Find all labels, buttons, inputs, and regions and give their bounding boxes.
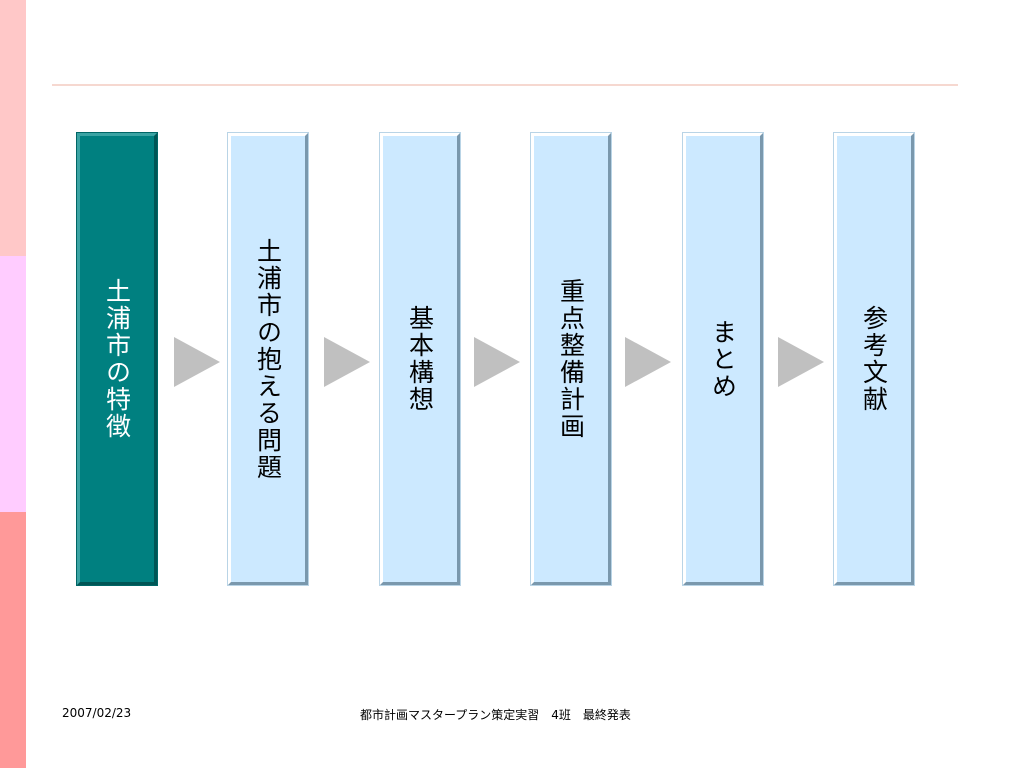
flow-step-tsuchiura-features[interactable]: 土浦市の特徴 <box>77 133 157 585</box>
flow-arrow-right-icon <box>324 337 370 387</box>
flow-step-basic-concept[interactable]: 基本構想 <box>380 133 460 585</box>
flow-arrow-right-icon <box>474 337 520 387</box>
side-strip-middle <box>0 256 26 512</box>
flow-arrow-right-icon <box>625 337 671 387</box>
footer-date: 2007/02/23 <box>62 706 132 720</box>
flow-step-label: 土浦市の特徴 <box>102 278 132 440</box>
flow-step-references[interactable]: 参考文献 <box>834 133 914 585</box>
side-strip-bottom <box>0 512 26 768</box>
side-strip-top <box>0 0 26 256</box>
flow-arrow-right-icon <box>174 337 220 387</box>
flow-step-label: 重点整備計画 <box>556 278 586 440</box>
flow-step-summary[interactable]: まとめ <box>683 133 763 585</box>
flow-step-priority-plan[interactable]: 重点整備計画 <box>531 133 611 585</box>
flow-step-label: 基本構想 <box>405 305 435 413</box>
flow-step-label: 参考文献 <box>859 305 889 413</box>
flow-step-problems[interactable]: 土浦市の抱える問題 <box>228 133 308 585</box>
flow-step-label: 土浦市の抱える問題 <box>253 237 283 481</box>
flow-arrow-right-icon <box>778 337 824 387</box>
footer-title: 都市計画マスタープラン策定実習 4班 最終発表 <box>360 708 631 722</box>
title-divider <box>52 84 958 86</box>
flow-step-label: まとめ <box>708 318 738 400</box>
